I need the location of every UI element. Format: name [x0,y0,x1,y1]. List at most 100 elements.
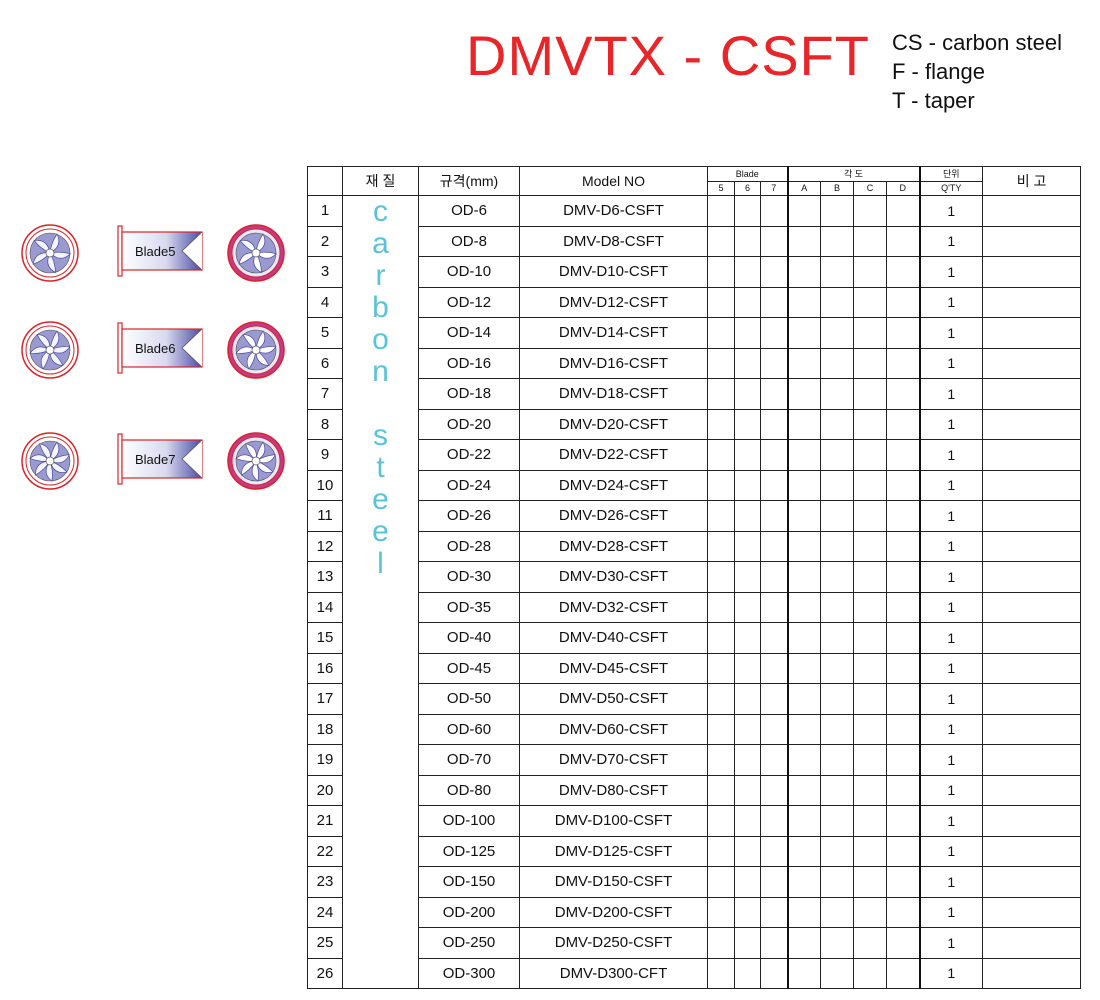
remarks-cell [982,530,1082,562]
angle-a-cell [786,347,822,379]
model-cell: DMV-D30-CSFT [519,561,708,593]
qty-cell: 1 [918,683,984,715]
blade-7-cell [759,317,789,349]
blade-5-cell [707,225,735,257]
angle-d-cell [886,469,921,501]
page-title: DMVTX - CSFT [466,24,870,87]
qty-cell: 1 [918,469,984,501]
blade-6-cell [734,713,761,745]
header-model: Model NO [519,166,708,196]
angle-b-cell [820,469,855,501]
blade-7-cell [759,439,789,471]
spec-cell: OD-35 [418,591,520,623]
model-cell: DMV-D28-CSFT [519,530,708,562]
remarks-cell [982,957,1082,989]
angle-a-cell [786,896,822,928]
remarks-cell [982,378,1082,410]
blade-6-cell [734,347,761,379]
header-blade-7: 7 [759,181,789,196]
remarks-cell [982,225,1082,257]
angle-a-cell [786,805,822,837]
blade-6-cell [734,561,761,593]
blade-6-cell [734,622,761,654]
remarks-cell [982,835,1082,867]
drawing-row-blade7: Blade7 [20,430,300,494]
angle-a-cell [786,317,822,349]
blade-7-cell [759,866,789,898]
blade-7-cell [759,530,789,562]
angle-d-cell [886,652,921,684]
angle-d-cell [886,591,921,623]
blade-7-cell [759,591,789,623]
row-number: 15 [307,622,343,654]
spec-cell: OD-50 [418,683,520,715]
angle-d-cell [886,927,921,959]
qty-cell: 1 [918,835,984,867]
model-cell: DMV-D300-CFT [519,957,708,989]
blade-7-cell [759,713,789,745]
front-view-icon [21,321,79,379]
spec-cell: OD-300 [418,957,520,989]
spec-cell: OD-200 [418,896,520,928]
remarks-cell [982,347,1082,379]
remarks-cell [982,317,1082,349]
blade-7-cell [759,256,789,288]
angle-b-cell [820,256,855,288]
legend-item-f: F - flange [892,59,985,84]
material-letter: c [373,195,388,228]
blade-7-cell [759,561,789,593]
blade-5-cell [707,957,735,989]
row-number: 13 [307,561,343,593]
blade-7-cell [759,195,789,227]
header-angle-b: B [820,181,855,196]
blade-5-cell [707,622,735,654]
qty-cell: 1 [918,256,984,288]
row-number: 9 [307,439,343,471]
spec-cell: OD-12 [418,286,520,318]
row-number: 1 [307,195,343,227]
row-number: 5 [307,317,343,349]
model-cell: DMV-D40-CSFT [519,622,708,654]
blade-7-cell [759,957,789,989]
qty-cell: 1 [918,927,984,959]
qty-cell: 1 [918,530,984,562]
row-number: 18 [307,713,343,745]
blade-6-cell [734,195,761,227]
blade-label: Blade5 [135,244,175,259]
angle-a-cell [786,378,822,410]
blade-5-cell [707,591,735,623]
header-qty: Q'TY [918,181,984,196]
blade-label: Blade7 [135,452,175,467]
angle-b-cell [820,530,855,562]
spec-cell: OD-250 [418,927,520,959]
angle-d-cell [886,500,921,532]
qty-cell: 1 [918,500,984,532]
angle-c-cell [853,378,888,410]
header-unit: 단위 [918,166,984,182]
angle-c-cell [853,317,888,349]
spec-cell: OD-14 [418,317,520,349]
angle-c-cell [853,439,888,471]
blade-6-cell [734,378,761,410]
blade-5-cell [707,439,735,471]
qty-cell: 1 [918,561,984,593]
spec-cell: OD-10 [418,256,520,288]
row-number: 16 [307,652,343,684]
blade-7-cell [759,500,789,532]
angle-b-cell [820,500,855,532]
angle-d-cell [886,530,921,562]
blade-7-cell [759,347,789,379]
spec-cell: OD-150 [418,866,520,898]
model-cell: DMV-D125-CSFT [519,835,708,867]
model-cell: DMV-D22-CSFT [519,439,708,471]
angle-b-cell [820,561,855,593]
angle-a-cell [786,530,822,562]
row-number: 19 [307,744,343,776]
blade-7-cell [759,927,789,959]
angle-d-cell [886,622,921,654]
